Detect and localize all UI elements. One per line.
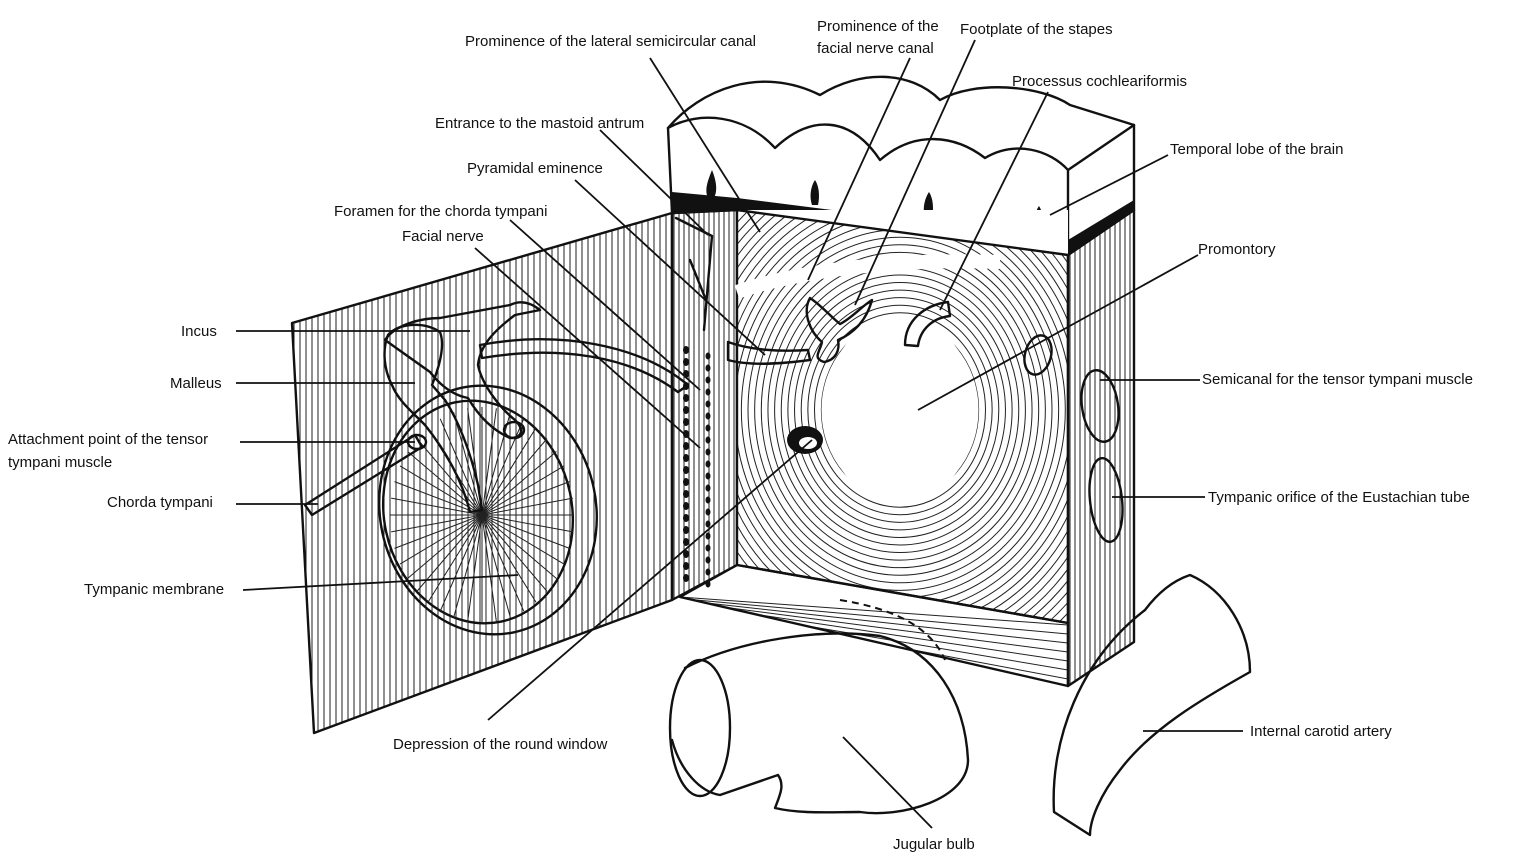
label-promontory: Promontory <box>1198 241 1276 258</box>
internal-carotid-artery <box>1052 573 1252 837</box>
label-entrance-mastoid-antrum: Entrance to the mastoid antrum <box>435 115 644 132</box>
label-prominence-lateral-canal: Prominence of the lateral semicircular c… <box>465 33 756 50</box>
jugular-bulb <box>668 632 970 815</box>
label-processus-cochleariformis: Processus cochleariformis <box>1012 73 1187 90</box>
label-internal-carotid: Internal carotid artery <box>1250 723 1392 740</box>
posterior-wall <box>670 208 739 602</box>
ossicular-chain <box>303 301 690 636</box>
label-chorda-tympani: Chorda tympani <box>107 494 213 511</box>
label-tympanic-membrane: Tympanic membrane <box>84 581 224 598</box>
label-facial-nerve: Facial nerve <box>402 228 484 245</box>
label-jugular-bulb: Jugular bulb <box>893 836 975 853</box>
stapes-and-structures <box>726 296 1053 454</box>
label-malleus: Malleus <box>170 375 222 392</box>
label-semicanal-tensor: Semicanal for the tensor tympani muscle <box>1202 371 1473 388</box>
medial-wall <box>734 208 1070 625</box>
label-attachment-tensor-line2: tympani muscle <box>8 454 112 471</box>
label-incus: Incus <box>181 323 217 340</box>
label-attachment-tensor-line1: Attachment point of the tensor <box>8 431 208 448</box>
label-prominence-facial-canal-line1: Prominence of the <box>817 18 939 35</box>
label-footplate-stapes: Footplate of the stapes <box>960 21 1113 38</box>
label-round-window: Depression of the round window <box>393 736 607 753</box>
label-foramen-chorda: Foramen for the chorda tympani <box>334 203 547 220</box>
leader-lines <box>236 39 1243 829</box>
label-tympanic-orifice: Tympanic orifice of the Eustachian tube <box>1208 489 1470 506</box>
anterior-wall <box>1066 208 1136 688</box>
label-temporal-lobe: Temporal lobe of the brain <box>1170 141 1343 158</box>
labels: Prominence of the lateral semicircular c… <box>8 18 1473 853</box>
label-prominence-facial-canal-line2: facial nerve canal <box>817 40 934 57</box>
label-pyramidal-eminence: Pyramidal eminence <box>467 160 603 177</box>
